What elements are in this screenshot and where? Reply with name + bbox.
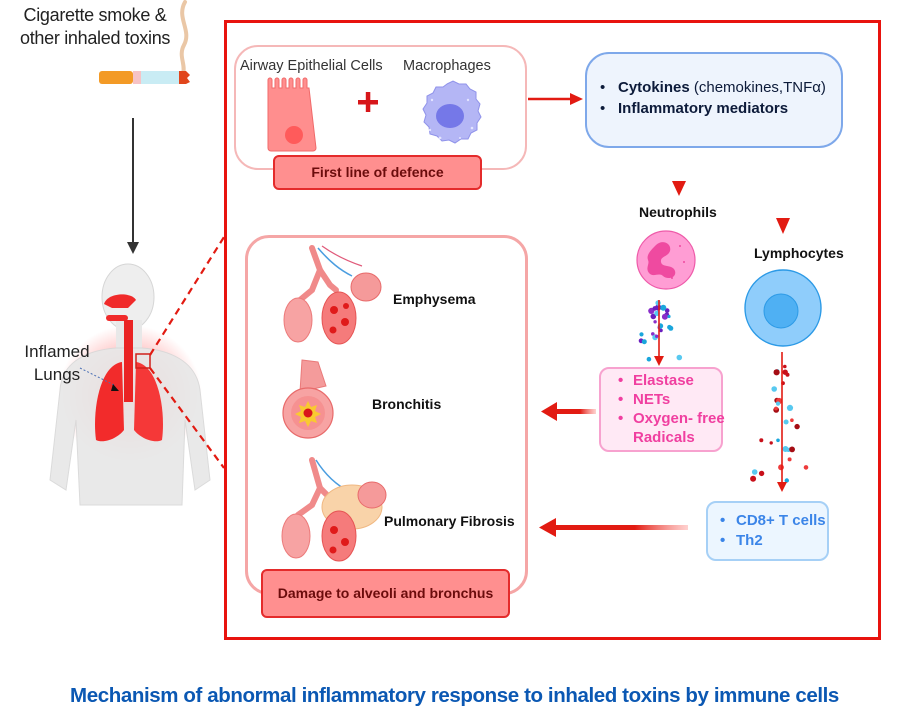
granule-dot	[639, 332, 644, 337]
product-item: •Oxygen- free	[618, 410, 725, 427]
granule-dot	[783, 419, 789, 425]
granule-dot	[667, 314, 671, 319]
granule-dot	[783, 364, 787, 369]
cigarette-icon	[99, 0, 190, 84]
arrow-neutrophil-to-damage	[541, 402, 596, 421]
granule-dot	[676, 354, 683, 361]
damage-box	[245, 235, 528, 595]
granule-dot	[794, 423, 800, 430]
neutrophil-products-box	[599, 367, 723, 452]
first-line-pill: First line of defence	[273, 155, 482, 190]
granule-dot	[758, 470, 765, 477]
source-label-line1: Cigarette smoke &	[23, 5, 167, 25]
arrow-lymphocyte-to-damage	[539, 518, 688, 537]
granule-dot	[771, 386, 777, 392]
arrow-to-neutrophil-products	[654, 300, 664, 366]
granule-dot	[660, 304, 667, 311]
mediators-box	[585, 52, 843, 148]
product-item: •NETs	[618, 391, 671, 408]
lymphocyte-icon	[744, 269, 822, 347]
granule-dot	[803, 465, 809, 470]
bronchitis-label: Bronchitis	[372, 396, 442, 412]
granule-dot	[650, 313, 657, 320]
neutrophil-products-list: •Elastase •NETs •Oxygen- free Radicals	[618, 371, 725, 447]
granule-dot	[784, 478, 789, 483]
source-label-line2: other inhaled toxins	[20, 28, 171, 48]
mediator-item: •Inflammatory mediators	[600, 100, 789, 117]
source-label: Cigarette smoke & other inhaled toxins	[20, 4, 170, 50]
granule-dot	[641, 339, 647, 345]
emphysema-alveoli-icon	[283, 245, 382, 345]
granule-dot	[776, 438, 780, 443]
macrophage-icon	[422, 80, 482, 144]
human-torso-lungs-icon	[49, 263, 211, 506]
lymphocyte-products-list: •CD8+ T cells •Th2	[720, 511, 826, 551]
fibrosis-alveoli-icon	[281, 457, 387, 562]
figure-caption: Mechanism of abnormal inflammatory respo…	[70, 684, 839, 707]
lymphocytes-title: Lymphocytes	[754, 245, 844, 261]
granule-dot	[774, 406, 778, 411]
granule-dot	[668, 325, 674, 331]
product-item: •Th2	[720, 532, 763, 549]
mediators-list: •Cytokines (chemokines,TNFα) •Inflammato…	[600, 77, 826, 119]
exposure-arrow	[127, 118, 139, 254]
pulmonary-fibrosis-label: Pulmonary Fibrosis	[384, 513, 515, 529]
plus-icon	[358, 92, 378, 112]
product-item: •CD8+ T cells	[720, 512, 826, 529]
zoom-callout-lines	[149, 236, 225, 469]
granule-dot	[652, 306, 658, 311]
mediator-item: •Cytokines (chemokines,TNFα)	[600, 79, 826, 96]
granule-dot	[664, 308, 670, 313]
arrow-to-lymphocytes	[776, 140, 790, 234]
emphysema-label: Emphysema	[393, 291, 476, 307]
granule-dot	[661, 313, 668, 320]
neutrophil-granules	[638, 300, 683, 362]
granule-dot	[759, 438, 764, 443]
arrow-to-lymphocyte-products	[777, 352, 787, 492]
damage-pill: Damage to alveoli and bronchus	[261, 569, 510, 618]
inflamed-lungs-label: Inflamed Lungs	[24, 342, 90, 384]
granule-dot	[787, 457, 792, 462]
granule-dot	[769, 441, 773, 445]
granule-dot	[659, 328, 663, 333]
neutrophils-title: Neutrophils	[639, 204, 717, 220]
granule-dot	[646, 356, 652, 362]
granule-dot	[751, 469, 758, 475]
granule-dot	[773, 369, 780, 376]
bronchitis-airway-icon	[282, 359, 334, 439]
lymphocyte-granules	[750, 364, 809, 483]
granule-dot	[651, 332, 655, 336]
epithelial-cell-icon	[267, 77, 317, 152]
product-item-cont: Radicals	[633, 429, 695, 446]
granule-dot	[790, 418, 794, 423]
epithelial-cells-label: Airway Epithelial Cells	[240, 58, 383, 74]
granule-dot	[782, 369, 788, 375]
granule-dot	[655, 334, 659, 338]
macrophages-label: Macrophages	[403, 58, 491, 74]
granule-dot	[786, 404, 794, 411]
mechanism-frame	[224, 20, 881, 640]
granule-dot	[750, 475, 757, 482]
product-item: •Elastase	[618, 372, 694, 389]
lymphocyte-products-box	[706, 501, 829, 561]
granule-dot	[775, 401, 781, 406]
arrow-to-mediators	[528, 93, 583, 105]
granule-dot	[653, 320, 657, 324]
neutrophil-icon	[636, 230, 696, 290]
granule-dot	[789, 446, 795, 453]
